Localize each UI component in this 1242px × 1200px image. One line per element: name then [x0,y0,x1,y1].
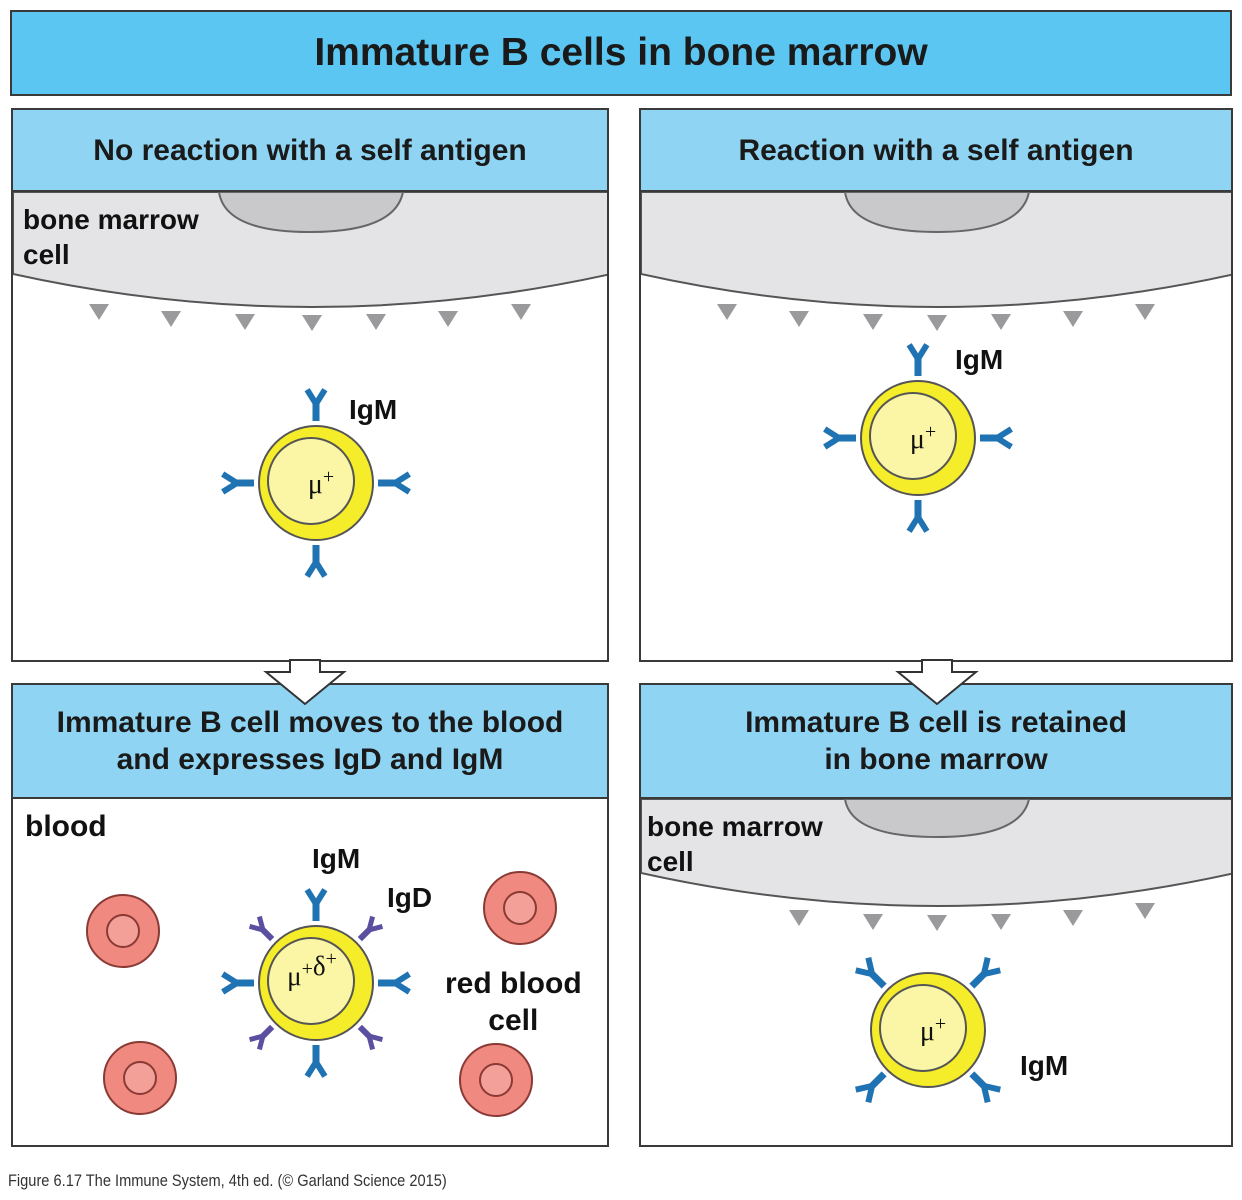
panel-header-reaction: Reaction with a self antigen [639,108,1233,192]
panel-header-moves-to-blood: Immature B cell moves to the blood and e… [11,683,609,799]
panel-header-retained: Immature B cell is retained in bone marr… [639,683,1233,799]
panel-retained: bone marrow cell [639,797,1233,1147]
igm-label: IgM [955,344,1004,375]
bone-marrow-cell [641,192,1231,308]
bone-marrow-scene-top-right [641,192,1231,331]
red-blood-cell-label: red blood cell [445,967,582,1037]
bone-marrow-cell-label: bone marrow cell [647,811,823,877]
self-antigen-spikes [717,304,1155,331]
bone-marrow-scene-top-left [13,192,607,331]
panel-header-no-reaction: No reaction with a self antigen [11,108,609,192]
bone-marrow-cell-label: bone marrow cell [23,204,199,270]
panel-no-reaction: bone marrow cell [11,190,609,662]
bone-marrow-nucleus [843,799,1031,839]
bone-marrow-nucleus [843,192,1031,234]
igd-label: IgD [387,882,433,913]
panel-reaction [639,190,1233,662]
self-antigen-spikes [789,903,1155,931]
blood-label: blood [25,810,107,843]
bone-marrow-scene-bottom-right [641,799,1231,931]
self-antigen-spikes [89,304,531,331]
igm-label: IgM [349,394,398,425]
bone-marrow-cell [641,799,1231,907]
igm-label: IgM [1020,1050,1069,1081]
diagram-title: Immature B cells in bone marrow [10,10,1232,96]
figure-caption: Figure 6.17 The Immune System, 4th ed. (… [8,1171,447,1190]
bone-marrow-cell [13,192,607,308]
bone-marrow-nucleus [217,192,405,234]
igm-label: IgM [312,843,361,874]
